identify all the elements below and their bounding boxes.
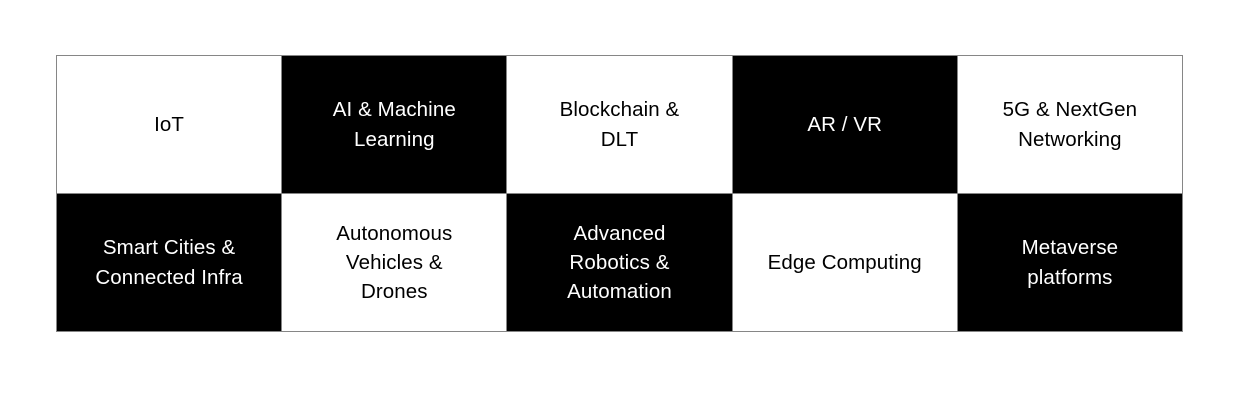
grid-cell-iot[interactable]: IoT [57, 56, 282, 193]
grid-cell-label: Advanced Robotics & Automation [567, 221, 672, 304]
grid-cell-autonomous-vehicles-drones[interactable]: Autonomous Vehicles & Drones [282, 194, 507, 331]
grid-cell-metaverse-platforms[interactable]: Metaverse platforms [957, 194, 1182, 331]
grid-cell-label: IoT [154, 112, 185, 136]
grid-cell-label: AR / VR [807, 112, 883, 136]
grid-cell-edge-computing[interactable]: Edge Computing [732, 194, 957, 331]
grid-cell-label: Smart Cities & Connected Infra [95, 236, 243, 289]
grid-cell-label: Metaverse platforms [1021, 236, 1119, 289]
technology-domains-matrix: IoT AI & Machine Learning Blockchain & D… [56, 55, 1183, 332]
grid-cell-label: Autonomous Vehicles & Drones [336, 221, 453, 304]
grid-cell-label: AI & Machine Learning [332, 98, 456, 151]
grid-cell-advanced-robotics-automation[interactable]: Advanced Robotics & Automation [507, 194, 732, 331]
grid-cell-smart-cities-connected-infra[interactable]: Smart Cities & Connected Infra [57, 194, 282, 331]
grid-cell-label: Blockchain & DLT [559, 98, 680, 151]
grid-cell-label: 5G & NextGen Networking [1002, 98, 1138, 151]
grid-cell-5g-nextgen-networking[interactable]: 5G & NextGen Networking [957, 56, 1182, 193]
grid-cell-blockchain-dlt[interactable]: Blockchain & DLT [507, 56, 732, 193]
grid-cell-ai-machine-learning[interactable]: AI & Machine Learning [282, 56, 507, 193]
grid-cell-ar-vr[interactable]: AR / VR [732, 56, 957, 193]
grid-cell-label: Edge Computing [767, 250, 922, 274]
